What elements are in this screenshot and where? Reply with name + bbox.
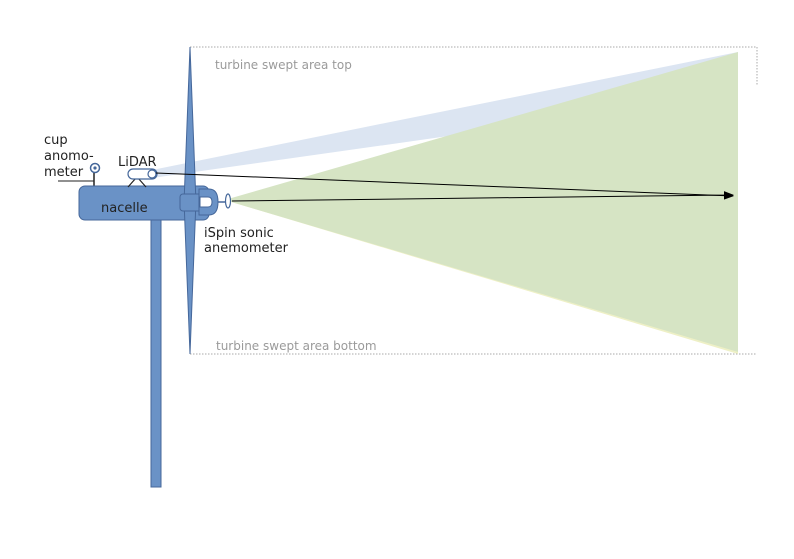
ispin-sensor-icon	[224, 193, 232, 209]
nacelle-label: nacelle	[101, 201, 148, 216]
swept-area-bottom-label: turbine swept area bottom	[216, 339, 377, 353]
ispin-label-line2: anemometer	[204, 241, 289, 256]
swept-area-boundary	[190, 46, 758, 355]
ispin-beam-arrow	[231, 191, 734, 202]
cup-anemometer-label-line1: cup	[44, 133, 68, 148]
rotor-blade-bottom	[183, 199, 197, 355]
ispin-label-line1: iSpin sonic	[204, 226, 274, 241]
cup-anemometer-label-line3: meter	[44, 165, 84, 180]
lidar-lens-icon	[147, 169, 157, 179]
lidar-beam-arrow	[155, 172, 734, 200]
cup-anemometer-label-line2: anomo-	[44, 149, 94, 164]
lidar-measurement-cone	[152, 52, 738, 178]
tower	[150, 217, 162, 488]
lidar-label: LiDAR	[118, 155, 157, 170]
cup-anemometer-center	[93, 166, 97, 170]
swept-area-top-label: turbine swept area top	[215, 58, 352, 72]
ispin-measurement-cone	[228, 52, 738, 352]
spinner-inner	[199, 196, 213, 208]
rotor-blade-top	[183, 46, 197, 204]
